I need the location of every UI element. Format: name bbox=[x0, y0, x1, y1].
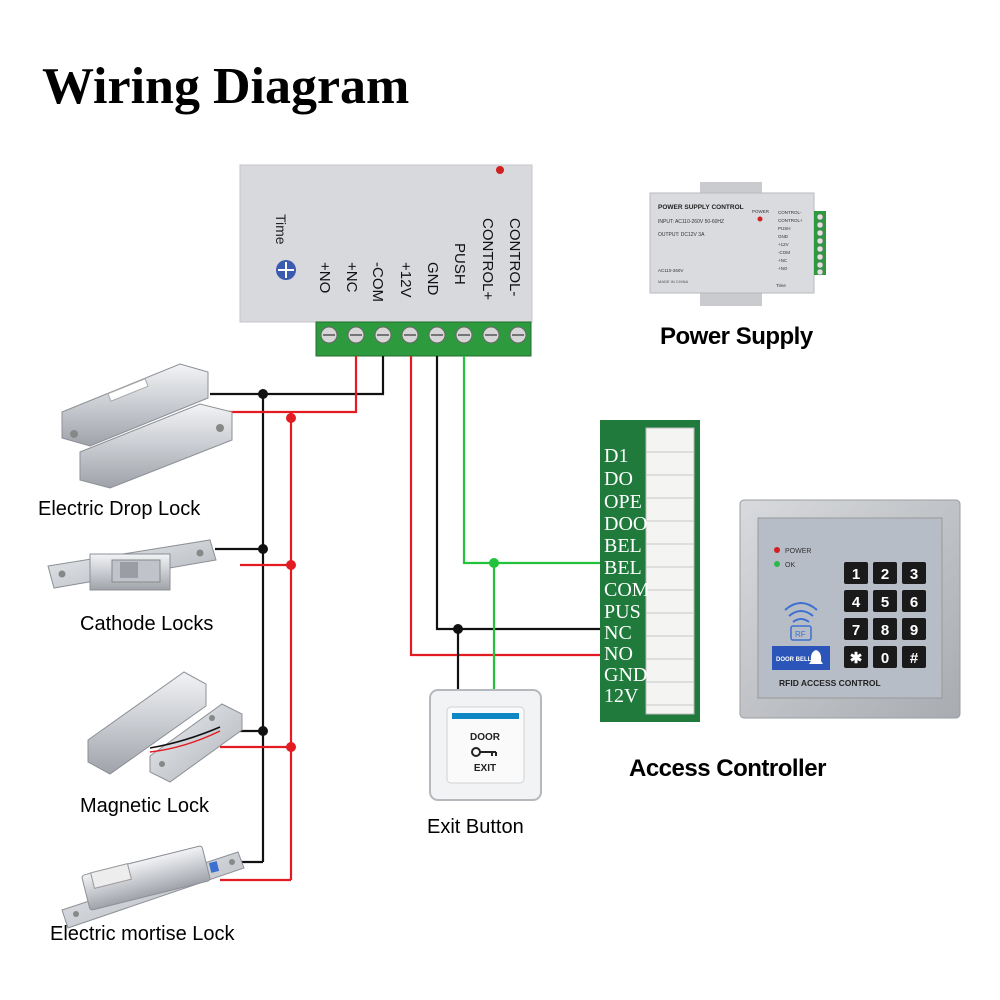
controller-pin-push: PUS bbox=[604, 601, 641, 623]
controller-pin-open: OPE bbox=[604, 491, 642, 513]
controller-pin-no: NO bbox=[604, 643, 633, 665]
keypad-door-bell-label: DOOR BELL bbox=[776, 657, 812, 663]
controller-pin-nc: NC bbox=[604, 622, 632, 644]
wire-12v-red bbox=[409, 356, 602, 657]
exit-button-exit-text: EXIT bbox=[474, 763, 496, 774]
label-magnetic-lock: Magnetic Lock bbox=[80, 795, 210, 817]
terminal-label-gnd: GND bbox=[424, 262, 441, 296]
label-power-supply: Power Supply bbox=[660, 323, 814, 350]
key-hash: # bbox=[910, 650, 919, 667]
power-supply-unit: Time +NO +NC -COM +12V GND PUSH CONTROL+… bbox=[239, 164, 533, 357]
psu-photo-terminal-4: GND bbox=[778, 234, 789, 239]
terminal-label-12v: +12V bbox=[397, 262, 414, 297]
psu-photo-terminal-3: PUSH bbox=[778, 226, 791, 231]
wire-push-green bbox=[462, 356, 602, 565]
rfid-keypad: POWER OK RF DOOR BELL RFID ACCESS CONTRO… bbox=[739, 499, 961, 719]
label-access-controller: Access Controller bbox=[629, 755, 826, 782]
electric-mortise-lock bbox=[61, 845, 245, 929]
controller-pin-d1: D1 bbox=[604, 445, 628, 467]
wire-nc-red bbox=[210, 356, 358, 414]
terminal-label-com: -COM bbox=[369, 262, 386, 302]
controller-pin-12v: 12V bbox=[604, 685, 639, 707]
psu-photo-terminal-8: +NO bbox=[778, 266, 788, 271]
exit-button-device: DOOR EXIT bbox=[429, 689, 542, 801]
controller-pin-bell-2: BEL bbox=[604, 557, 642, 579]
key-8: 8 bbox=[881, 622, 889, 639]
electric-drop-lock bbox=[61, 363, 233, 489]
keypad-keys bbox=[844, 562, 926, 668]
keypad-power-led-icon bbox=[774, 547, 780, 553]
controller-pin-do: DO bbox=[604, 468, 633, 490]
psu-photo-terminal-2: CONTROL+ bbox=[778, 218, 803, 223]
magnetic-lock bbox=[87, 671, 243, 783]
keypad-power-label: POWER bbox=[785, 548, 811, 555]
key-2: 2 bbox=[881, 566, 889, 583]
keypad-brand: RFID ACCESS CONTROL bbox=[779, 678, 881, 688]
key-5: 5 bbox=[881, 594, 889, 611]
psu-photo-output: OUTPUT: DC12V 3A bbox=[658, 232, 705, 238]
key-4: 4 bbox=[852, 594, 861, 611]
wires bbox=[210, 356, 602, 882]
psu-photo-terminal-5: +12V bbox=[778, 242, 789, 247]
key-0: 0 bbox=[881, 650, 889, 667]
psu-photo-input: INPUT: AC110-260V 50-60HZ bbox=[658, 219, 724, 225]
controller-pin-gnd: GND bbox=[604, 664, 647, 686]
label-exit-button: Exit Button bbox=[427, 816, 524, 838]
terminal-label-control-plus: CONTROL+ bbox=[479, 218, 496, 300]
exit-button-door-text: DOOR bbox=[470, 732, 501, 743]
psu-photo-terminal-6: -COM bbox=[778, 250, 790, 255]
psu-photo-terminal-7: +NC bbox=[778, 258, 788, 263]
wire-junctions bbox=[258, 389, 499, 752]
terminal-label-no: +NO bbox=[316, 262, 333, 293]
psu-photo-power: POWER bbox=[752, 209, 770, 214]
page-title: Wiring Diagram bbox=[42, 58, 409, 115]
wire-gnd-black bbox=[435, 356, 602, 631]
psu-photo-ac: AC110-260V bbox=[658, 268, 683, 273]
keypad-ok-label: OK bbox=[785, 562, 795, 569]
keypad-rf-label: RF bbox=[795, 630, 806, 639]
rf-wave-icon bbox=[784, 602, 818, 623]
time-knob-icon bbox=[276, 260, 296, 280]
key-star: ✱ bbox=[850, 650, 863, 667]
key-7: 7 bbox=[852, 622, 860, 639]
key-icon bbox=[471, 747, 497, 757]
controller-pin-door: DOO bbox=[604, 513, 647, 535]
key-6: 6 bbox=[910, 594, 918, 611]
cathode-lock bbox=[47, 539, 217, 591]
psu-photo-led-icon bbox=[757, 216, 763, 222]
psu-photo-terminal-1: CONTROL- bbox=[778, 210, 802, 215]
terminal-label-nc: +NC bbox=[343, 262, 360, 293]
terminal-label-control-minus: CONTROL- bbox=[506, 218, 523, 296]
access-controller-board: D1 DO OPE DOO BEL BEL COM PUS NC NO GND … bbox=[600, 420, 700, 722]
terminal-label-push: PUSH bbox=[451, 243, 468, 285]
key-9: 9 bbox=[910, 622, 918, 639]
psu-photo-heading: POWER SUPPLY CONTROL bbox=[658, 204, 744, 211]
power-led-icon bbox=[496, 166, 504, 174]
psu-photo-made-in: MADE IN CHINA bbox=[658, 279, 689, 284]
label-electric-drop-lock: Electric Drop Lock bbox=[38, 498, 201, 520]
key-1: 1 bbox=[852, 566, 860, 583]
bell-icon bbox=[809, 650, 823, 664]
controller-pin-com: COM bbox=[604, 579, 650, 601]
psu-photo-time: Time bbox=[776, 283, 786, 288]
label-cathode-locks: Cathode Locks bbox=[80, 613, 213, 635]
keypad-ok-led-icon bbox=[774, 561, 780, 567]
key-3: 3 bbox=[910, 566, 918, 583]
label-electric-mortise-lock: Electric mortise Lock bbox=[50, 923, 235, 945]
terminal-block bbox=[315, 321, 532, 357]
power-supply-photo: POWER SUPPLY CONTROL INPUT: AC110-260V 5… bbox=[649, 182, 826, 306]
time-label: Time bbox=[273, 214, 289, 245]
controller-pin-bell-1: BEL bbox=[604, 535, 642, 557]
